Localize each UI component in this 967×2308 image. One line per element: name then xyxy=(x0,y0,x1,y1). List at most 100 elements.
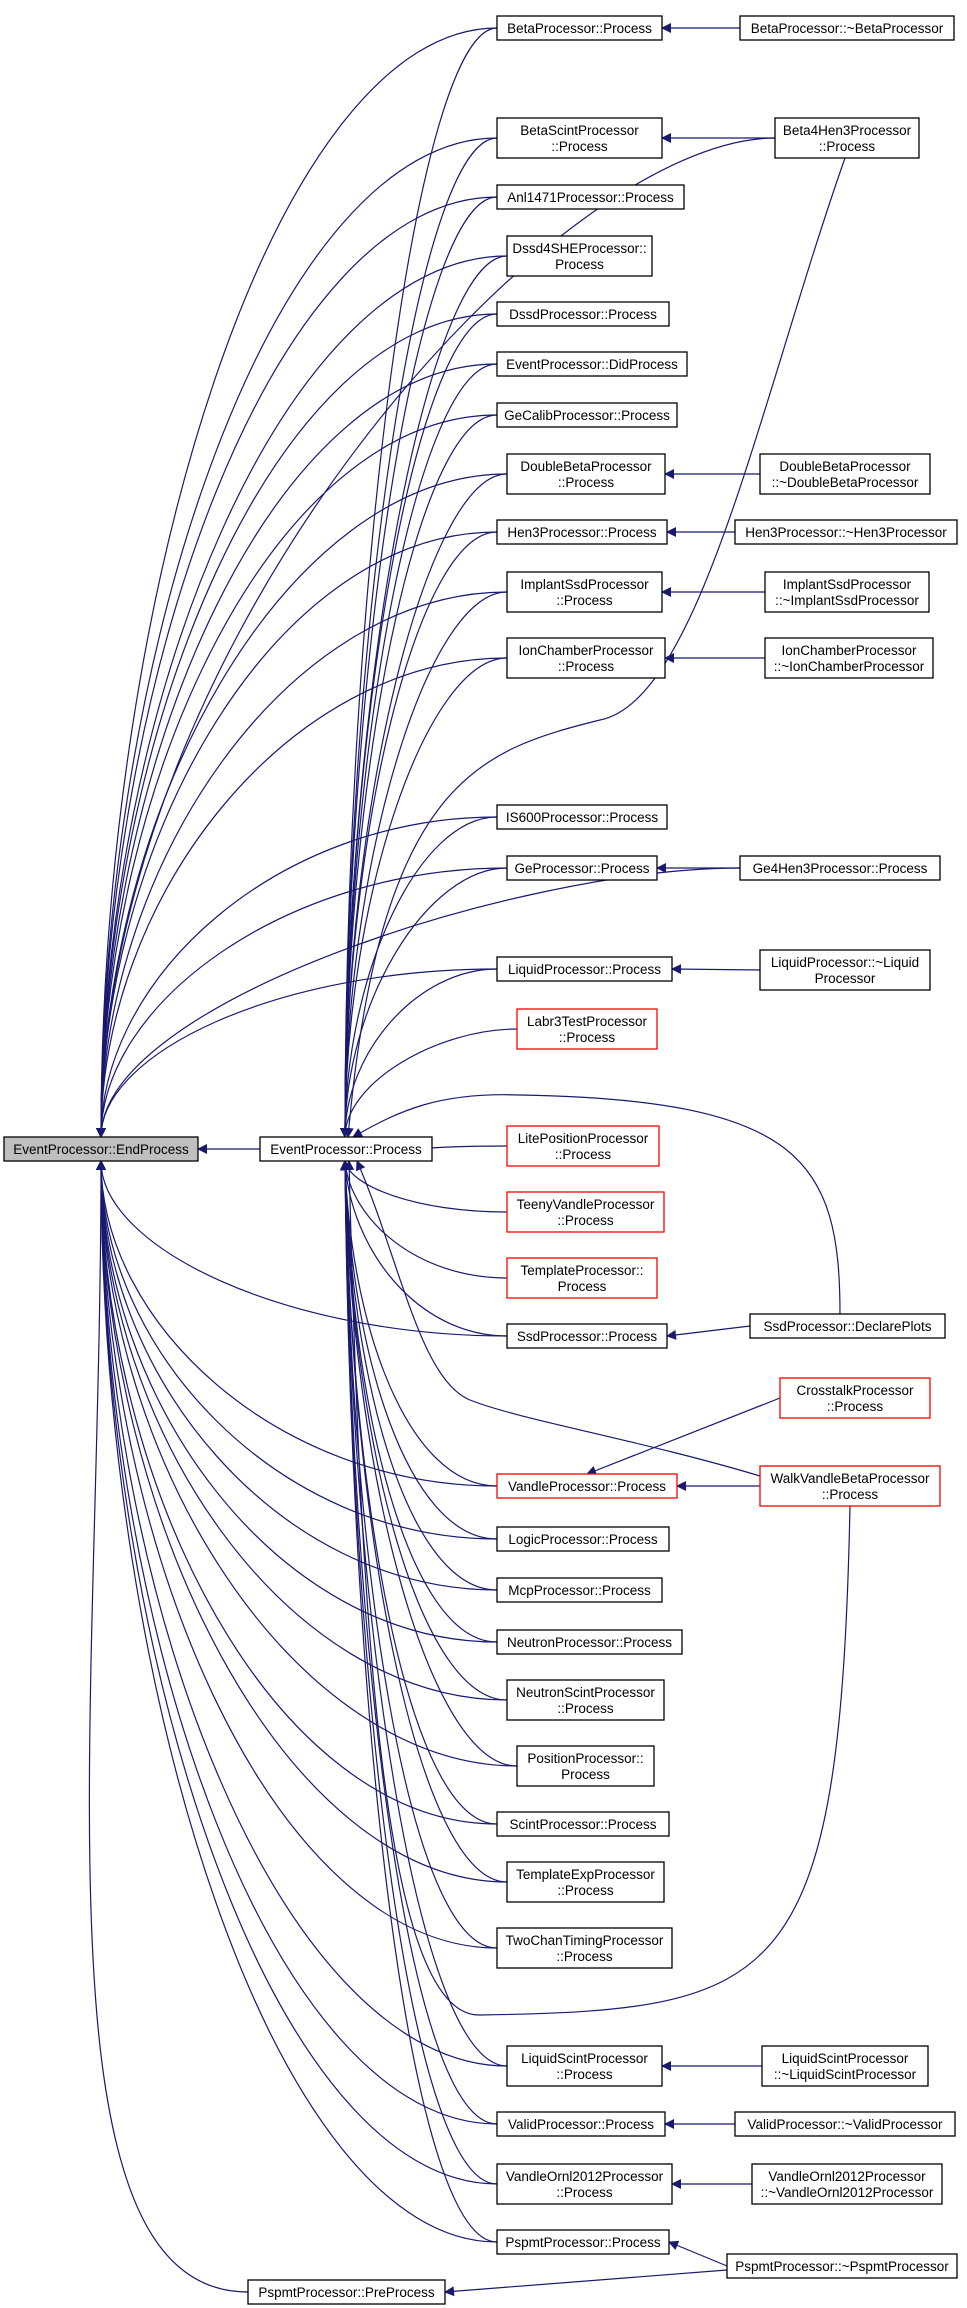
node-litepos[interactable]: LitePositionProcessor::Process xyxy=(506,1125,660,1167)
node-twochan[interactable]: TwoChanTimingProcessor::Process xyxy=(496,1927,673,1969)
call-edges xyxy=(88,23,851,2297)
node-beta[interactable]: BetaProcessor::Process xyxy=(496,15,663,41)
node-hen3[interactable]: Hen3Processor::Process xyxy=(496,519,668,545)
node-anl1471[interactable]: Anl1471Processor::Process xyxy=(496,184,685,210)
edge-dblbeta-to-endprocess xyxy=(96,473,508,1138)
node-label: BetaScintProcessor xyxy=(520,123,639,138)
node-neutronscint[interactable]: NeutronScintProcessor::Process xyxy=(506,1679,665,1721)
node-label: SsdProcessor::DeclarePlots xyxy=(763,1319,931,1334)
node-label: DoubleBetaProcessor xyxy=(520,459,652,474)
node-hen3dtor[interactable]: Hen3Processor::~Hen3Processor xyxy=(734,519,958,545)
node-liquiddtor[interactable]: LiquidProcessor::~LiquidProcessor xyxy=(759,949,931,991)
edge-twochan-to-eventprocessor xyxy=(340,1160,498,1949)
node-box xyxy=(759,949,931,991)
node-vandleornldtor[interactable]: VandleOrnl2012Processor::~VandleOrnl2012… xyxy=(751,2163,943,2205)
edge-beta-to-eventprocessor xyxy=(340,27,498,1138)
node-box xyxy=(779,1377,931,1419)
node-vandle[interactable]: VandleProcessor::Process xyxy=(496,1473,678,1499)
edge-neutronscint-to-endprocess xyxy=(96,1160,508,1701)
edge-neutronscint-to-eventprocessor xyxy=(340,1160,508,1701)
node-pspmtpre[interactable]: PspmtProcessor::PreProcess xyxy=(247,2279,446,2305)
node-ge4hen3[interactable]: Ge4Hen3Processor::Process xyxy=(739,855,941,881)
node-ionchdtor[interactable]: IonChamberProcessor::~IonChamberProcesso… xyxy=(764,637,934,679)
node-position[interactable]: PositionProcessor::Process xyxy=(516,1745,655,1787)
node-box xyxy=(506,2045,663,2087)
node-label: SsdProcessor::Process xyxy=(517,1329,658,1344)
node-label: ::Process xyxy=(556,593,613,608)
edge-beta4hen3-to-eventprocessor xyxy=(343,157,846,1138)
node-pspmt[interactable]: PspmtProcessor::Process xyxy=(496,2229,670,2255)
node-box xyxy=(506,571,663,613)
node-box xyxy=(759,453,931,495)
edge-pspmtdtor-to-pspmtpre xyxy=(444,2269,728,2297)
node-liquidscintdtor[interactable]: LiquidScintProcessor::~LiquidScintProces… xyxy=(761,2045,929,2087)
node-is600[interactable]: IS600Processor::Process xyxy=(496,804,668,830)
node-box xyxy=(506,1191,665,1233)
node-box xyxy=(764,637,934,679)
node-endprocess[interactable]: EventProcessor::EndProcess xyxy=(3,1136,199,1162)
node-label: ::Process xyxy=(558,659,615,674)
node-implantdtor[interactable]: ImplantSsdProcessor::~ImplantSsdProcesso… xyxy=(764,571,930,613)
node-templateexp[interactable]: TemplateExpProcessor::Process xyxy=(506,1861,665,1903)
node-label: ValidProcessor::~ValidProcessor xyxy=(748,2117,943,2132)
node-label: VandleProcessor::Process xyxy=(508,1479,666,1494)
node-scint[interactable]: ScintProcessor::Process xyxy=(496,1811,670,1837)
node-box xyxy=(496,1526,670,1552)
node-ssddecl[interactable]: SsdProcessor::DeclarePlots xyxy=(749,1313,946,1339)
edge-liquid-to-endprocess xyxy=(96,968,498,1138)
node-ge[interactable]: GeProcessor::Process xyxy=(506,855,658,881)
node-dssd[interactable]: DssdProcessor::Process xyxy=(496,301,670,327)
node-label: ::Process xyxy=(556,2185,613,2200)
node-implant[interactable]: ImplantSsdProcessor::Process xyxy=(506,571,663,613)
node-dssd4she[interactable]: Dssd4SHEProcessor::Process xyxy=(506,235,653,277)
node-betascint[interactable]: BetaScintProcessor::Process xyxy=(496,117,663,159)
node-box xyxy=(726,2253,958,2279)
node-didprocess[interactable]: EventProcessor::DidProcess xyxy=(496,351,688,377)
edge-implant-to-endprocess xyxy=(96,591,508,1138)
node-ssd[interactable]: SsdProcessor::Process xyxy=(506,1323,668,1349)
call-nodes: EventProcessor::EndProcess EventProcessor… xyxy=(3,15,958,2305)
node-beta4hen3[interactable]: Beta4Hen3Processor::Process xyxy=(774,117,920,159)
node-labr3[interactable]: Labr3TestProcessor::Process xyxy=(516,1008,658,1050)
edge-ssddecl-to-ssd xyxy=(666,1325,751,1340)
node-gecalib[interactable]: GeCalibProcessor::Process xyxy=(496,402,678,428)
edge-liquidscint-to-eventprocessor xyxy=(340,1160,508,2067)
node-label: VandleOrnl2012Processor xyxy=(506,2169,664,2184)
node-liquid[interactable]: LiquidProcessor::Process xyxy=(496,956,673,982)
node-logic[interactable]: LogicProcessor::Process xyxy=(496,1526,670,1552)
node-evproc[interactable]: EventProcessor::Process xyxy=(259,1136,433,1162)
node-pspmtdtor[interactable]: PspmtProcessor::~PspmtProcessor xyxy=(726,2253,958,2279)
node-label: Process xyxy=(558,1279,607,1294)
node-liquidscint[interactable]: LiquidScintProcessor::Process xyxy=(506,2045,663,2087)
edge-template-to-eventprocessor xyxy=(340,1160,508,1279)
edge-ssddecl-to-eventprocessor xyxy=(352,1094,841,1315)
node-crosstalk[interactable]: CrosstalkProcessor::Process xyxy=(779,1377,931,1419)
node-validdtor[interactable]: ValidProcessor::~ValidProcessor xyxy=(734,2111,956,2137)
node-template[interactable]: TemplateProcessor::Process xyxy=(506,1257,658,1299)
edge-pspmt-to-eventprocessor xyxy=(340,1160,498,2243)
node-box xyxy=(759,1465,941,1507)
node-dblbeta[interactable]: DoubleBetaProcessor::Process xyxy=(506,453,666,495)
node-teeny[interactable]: TeenyVandleProcessor::Process xyxy=(506,1191,665,1233)
edge-valid-to-eventprocessor xyxy=(340,1160,498,2125)
node-valid[interactable]: ValidProcessor::Process xyxy=(496,2111,666,2137)
node-dblbetadtor[interactable]: DoubleBetaProcessor::~DoubleBetaProcesso… xyxy=(759,453,931,495)
node-neutron[interactable]: NeutronProcessor::Process xyxy=(496,1629,683,1655)
edge-is600-to-eventprocessor xyxy=(340,816,498,1138)
node-box xyxy=(734,519,958,545)
edge-teeny-to-eventprocessor xyxy=(341,1160,508,1213)
node-walkvandle[interactable]: WalkVandleBetaProcessor::Process xyxy=(759,1465,941,1507)
edge-dssd4she-to-endprocess xyxy=(96,255,508,1138)
node-box xyxy=(3,1136,199,1162)
edge-mcp-to-endprocess xyxy=(96,1160,498,1591)
node-mcp[interactable]: McpProcessor::Process xyxy=(496,1577,663,1603)
node-label: ::Process xyxy=(822,1487,879,1502)
node-box xyxy=(516,1745,655,1787)
node-box xyxy=(506,453,666,495)
node-ionch[interactable]: IonChamberProcessor::Process xyxy=(506,637,666,679)
node-betadtor[interactable]: BetaProcessor::~BetaProcessor xyxy=(739,15,955,41)
edge-dssd-to-eventprocessor xyxy=(340,313,498,1138)
node-label: LitePositionProcessor xyxy=(518,1131,649,1146)
node-vandleornl[interactable]: VandleOrnl2012Processor::Process xyxy=(496,2163,673,2205)
node-box xyxy=(496,1927,673,1969)
